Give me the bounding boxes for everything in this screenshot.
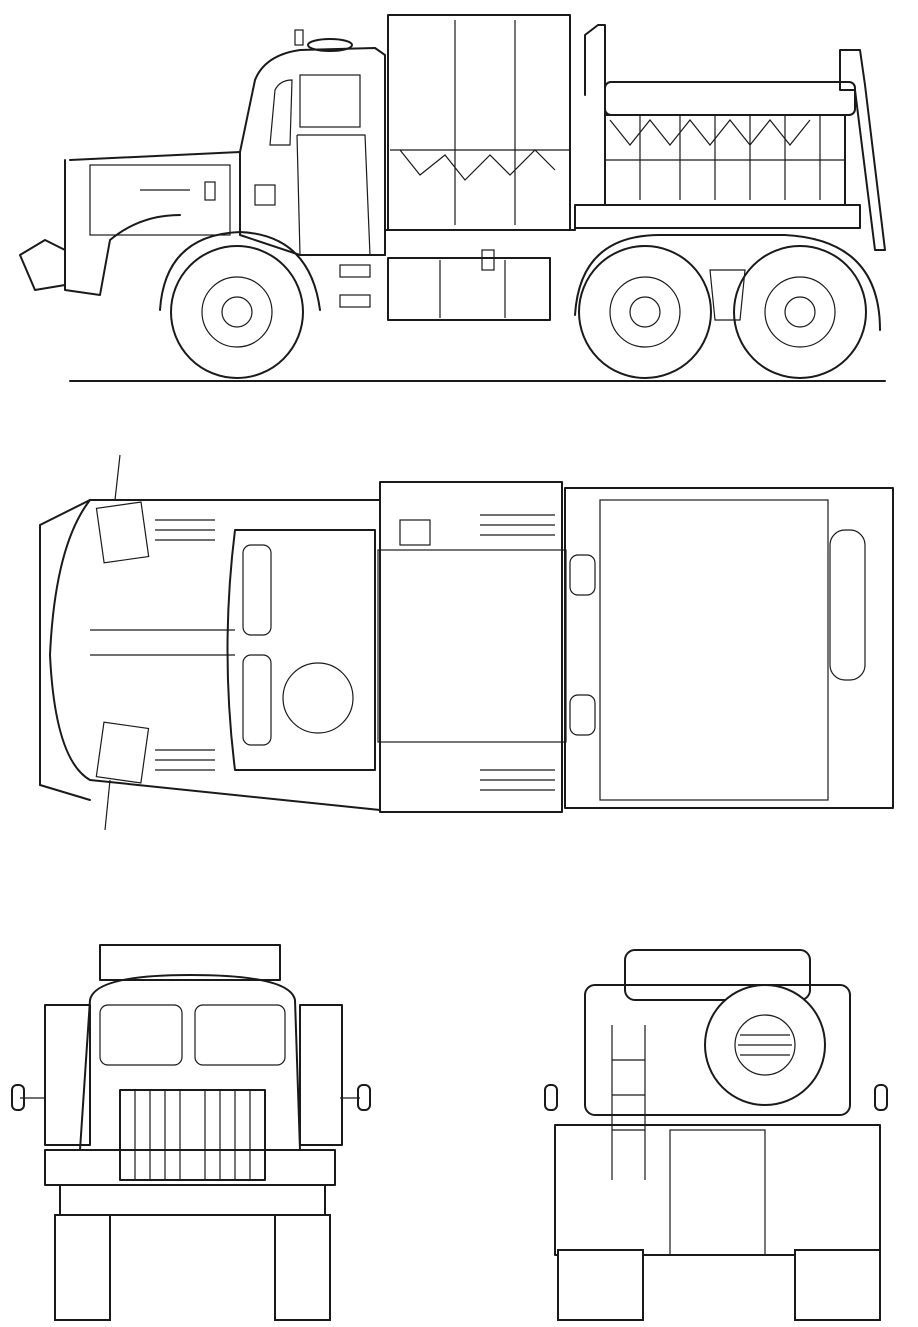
body-outline [69, 151, 861, 256]
top-view [39, 454, 894, 831]
front-tire-right [274, 1214, 331, 1321]
rear-tire-right [794, 1249, 881, 1321]
cab [239, 47, 386, 256]
rear-wheel-1 [578, 245, 712, 379]
front-hitch [19, 239, 66, 291]
rear-body [554, 1124, 881, 1256]
cargo-top [379, 481, 563, 813]
front-bumper [59, 1184, 326, 1216]
suspension [709, 269, 746, 321]
hood-panel [89, 164, 231, 236]
cab-roof [226, 529, 376, 771]
front-wheel [170, 245, 304, 379]
cab-door-window [299, 74, 361, 128]
front-tire-left [54, 1214, 111, 1321]
hood-top [49, 499, 381, 811]
rear-wheel-2 [733, 245, 867, 379]
rear-bed [584, 984, 851, 1116]
mirror-left [11, 1084, 25, 1111]
front-fender [159, 231, 321, 311]
roof-hatch-top [282, 662, 354, 734]
roof-hatch [307, 38, 353, 52]
front-view [11, 944, 371, 1321]
cab-front [79, 974, 301, 1151]
canvas-top [377, 549, 567, 743]
bed-top [564, 487, 894, 809]
cab-side-window [269, 79, 293, 146]
hood-front [64, 159, 181, 296]
rear-tire-left [557, 1249, 644, 1321]
mirror-right [357, 1084, 371, 1111]
rear-view [544, 949, 888, 1321]
windshield-right [194, 1004, 286, 1066]
windshield-left [99, 1004, 183, 1066]
side-view [19, 14, 886, 382]
rear-fender [574, 234, 881, 331]
bed-tarp [604, 81, 856, 116]
spare-wheel-holder [839, 49, 886, 251]
toolbox [387, 257, 551, 321]
spare-wheel-top [829, 529, 866, 681]
bumper-guard [39, 499, 91, 801]
exhaust-pipe [584, 24, 606, 171]
grille [119, 1089, 266, 1181]
cargo-top-front [99, 944, 281, 981]
canvas-cover [387, 14, 571, 231]
